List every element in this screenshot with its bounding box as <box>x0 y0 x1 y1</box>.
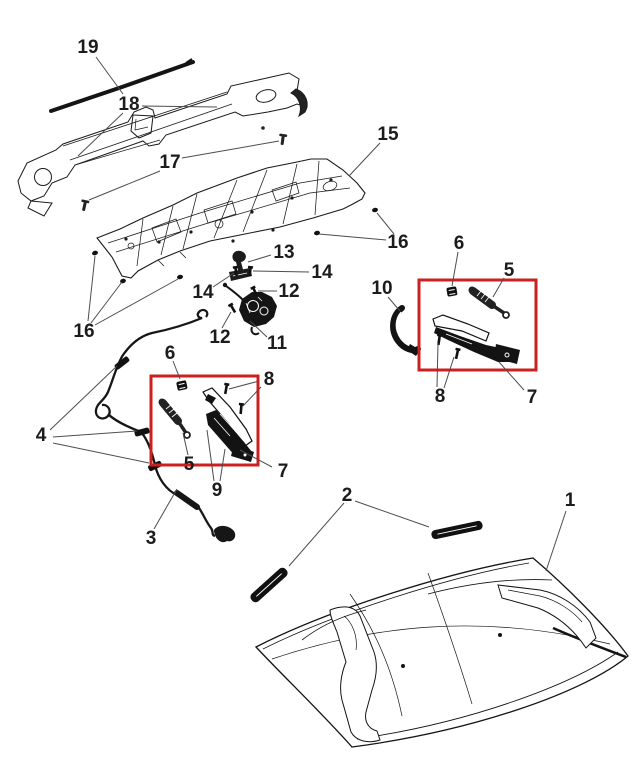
callout-19: 19 <box>77 37 98 58</box>
hinge-bolts <box>223 382 245 415</box>
striker-bolts <box>232 265 254 277</box>
leader-lines <box>49 56 567 572</box>
hood-panel <box>254 557 629 748</box>
callout-4: 4 <box>36 425 47 446</box>
gas-strut-prop <box>468 286 510 319</box>
bolt <box>247 265 254 277</box>
cowl-grille-panel <box>17 72 308 217</box>
hood-scoop-right <box>427 579 597 649</box>
push-pin-clip <box>81 199 90 211</box>
highlight-box-right-hinge <box>417 278 538 372</box>
callout-1: 1 <box>565 490 576 511</box>
right-hinge-group <box>390 286 520 364</box>
callout-7-right: 7 <box>527 387 538 408</box>
callout-9: 9 <box>212 480 223 501</box>
callout-8-right: 8 <box>435 386 446 407</box>
callout-12-left: 12 <box>209 327 230 348</box>
hinge-bolts <box>437 333 461 360</box>
callout-18: 18 <box>118 94 139 115</box>
callout-3: 3 <box>146 528 157 549</box>
hood-scoop-left <box>301 606 381 743</box>
cowl-clip-fasteners <box>81 133 288 211</box>
bolt <box>232 265 238 277</box>
hood-moldings <box>250 520 483 603</box>
callout-7-left: 7 <box>278 461 289 482</box>
bolt <box>227 302 237 314</box>
cable-clips <box>114 356 162 472</box>
left-hinge-group <box>158 380 254 462</box>
callout-13: 13 <box>273 242 294 263</box>
gas-strut-prop <box>158 398 191 439</box>
highlight-boxes <box>149 278 538 467</box>
callout-labels: 19 18 17 15 16 16 13 14 14 12 12 11 10 6… <box>36 37 576 549</box>
callout-6-right: 6 <box>454 233 465 254</box>
latch-bolts <box>227 285 258 314</box>
callout-17: 17 <box>159 152 180 173</box>
callout-12-right: 12 <box>278 281 299 302</box>
hinge-clip-nut <box>176 380 188 391</box>
hood-hinge <box>432 314 520 364</box>
callout-6-left: 6 <box>165 343 176 364</box>
callout-14-left: 14 <box>192 282 214 303</box>
bolt <box>250 285 258 297</box>
callout-10: 10 <box>371 278 392 299</box>
callout-16-left: 16 <box>73 321 94 342</box>
callout-15: 15 <box>377 124 399 145</box>
callout-5-left: 5 <box>184 454 195 475</box>
highlight-box-left-hinge <box>149 374 260 467</box>
silencer-rivet-fasteners <box>92 207 378 284</box>
molding-strip <box>431 520 483 540</box>
callout-5-right: 5 <box>504 260 515 281</box>
callout-11: 11 <box>267 333 288 354</box>
hood-silencer-panel <box>96 158 366 279</box>
callout-8-left: 8 <box>264 369 275 390</box>
hood-latch <box>222 282 277 336</box>
callout-14-right: 14 <box>311 262 333 283</box>
callout-2: 2 <box>342 485 353 506</box>
callout-16-right: 16 <box>387 232 408 253</box>
push-pin-clip <box>279 133 288 146</box>
weatherstrip-seal <box>49 58 195 113</box>
cable-end-fitting <box>214 525 236 543</box>
cable-ferrule <box>174 490 200 510</box>
hinge-support-bracket <box>390 305 421 356</box>
molding-strip <box>250 567 288 603</box>
hood-hinge <box>202 387 254 462</box>
hinge-clip-nut <box>446 286 458 297</box>
